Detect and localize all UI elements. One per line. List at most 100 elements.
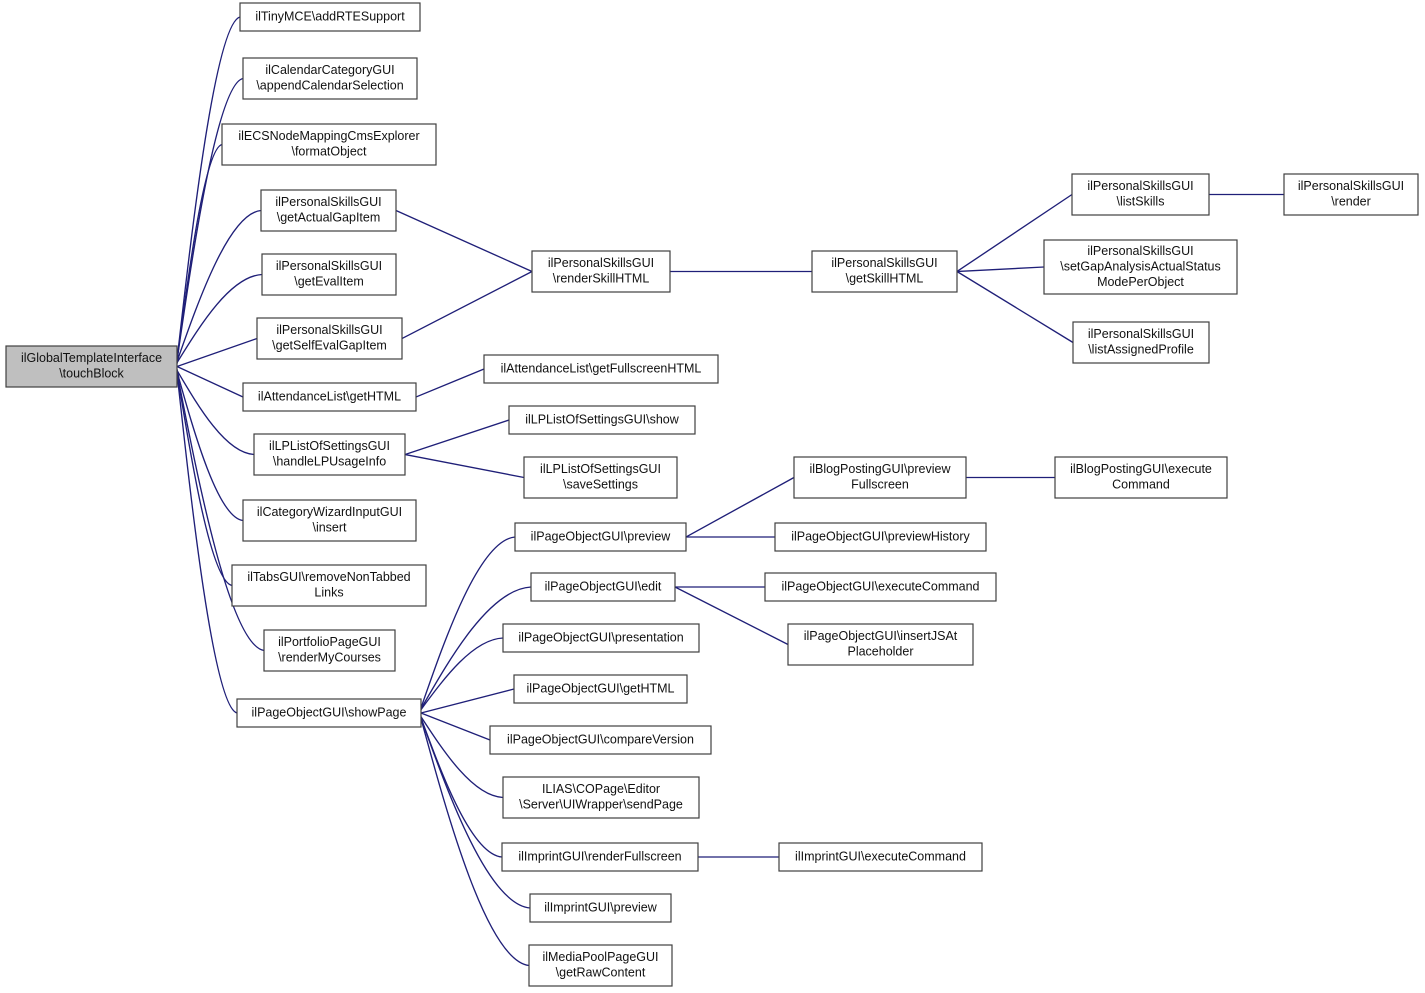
node-box-categoryWizardInsert[interactable]	[242, 499, 417, 542]
node-pageExecuteCommand[interactable]: ilPageObjectGUI\executeCommand	[764, 572, 997, 602]
node-box-getEvalItem[interactable]	[261, 253, 397, 296]
node-box-renderSkillHTML[interactable]	[531, 250, 671, 293]
node-box-imprintPreview[interactable]	[529, 893, 672, 923]
node-box-previewHistory[interactable]	[774, 522, 987, 552]
node-box-lpShow[interactable]	[508, 405, 696, 435]
node-addRTESupport[interactable]: ilTinyMCE\addRTESupport	[239, 2, 421, 32]
edge-pageEdit-to-showPage	[413, 586, 532, 722]
node-box-getSkillHTML[interactable]	[811, 250, 958, 293]
node-box-getSelfEvalGapItem[interactable]	[256, 317, 403, 360]
node-box-addRTESupport[interactable]	[239, 2, 421, 32]
node-getSkillHTML[interactable]: ilPersonalSkillsGUI\getSkillHTML	[811, 250, 958, 293]
node-previewHistory[interactable]: ilPageObjectGUI\previewHistory	[774, 522, 987, 552]
edge-saveSettings-to-handleLPUsageInfo	[394, 451, 525, 479]
node-listSkills[interactable]: ilPersonalSkillsGUI\listSkills	[1071, 173, 1210, 216]
node-imprintRenderFullscreen[interactable]: ilImprintGUI\renderFullscreen	[501, 842, 699, 872]
node-box-pageGetHTML[interactable]	[513, 674, 688, 704]
node-box-blogExecuteCommand[interactable]	[1054, 456, 1228, 499]
edge-appendCalendarSelection-to-touchBlock	[173, 77, 244, 378]
node-formatObject[interactable]: ilECSNodeMappingCmsExplorer\formatObject	[221, 123, 437, 166]
node-renderSkillHTML[interactable]: ilPersonalSkillsGUI\renderSkillHTML	[531, 250, 671, 293]
node-box-formatObject[interactable]	[221, 123, 437, 166]
node-box-compareVersion[interactable]	[489, 725, 712, 755]
node-pagePreview[interactable]: ilPageObjectGUI\preview	[514, 522, 687, 552]
node-box-pagePreview[interactable]	[514, 522, 687, 552]
edge-attendanceGetHTML-to-touchBlock	[166, 361, 244, 398]
edge-getActualGapItem-to-touchBlock	[171, 209, 262, 377]
edge-formatObject-to-touchBlock	[174, 143, 223, 378]
edge-renderSkillHTML-to-getSelfEvalGapItem	[391, 270, 533, 345]
node-attendanceGetHTML[interactable]: ilAttendanceList\getHTML	[242, 382, 417, 412]
node-lpShow[interactable]: ilLPListOfSettingsGUI\show	[508, 405, 696, 435]
edge-listSkills-to-getSkillHTML	[947, 193, 1073, 279]
edge-compareVersion-to-showPage	[410, 708, 491, 741]
node-imprintPreview[interactable]: ilImprintGUI\preview	[529, 893, 672, 923]
node-box-getFullscreenHTML[interactable]	[483, 354, 719, 384]
edge-showPage-to-touchBlock	[174, 355, 238, 714]
node-getFullscreenHTML[interactable]: ilAttendanceList\getFullscreenHTML	[483, 354, 719, 384]
node-touchBlock[interactable]: ilGlobalTemplateInterface\touchBlock	[5, 345, 178, 388]
edge-imprintPreview-to-showPage	[414, 703, 531, 909]
node-listAssignedProfile[interactable]: ilPersonalSkillsGUI\listAssignedProfile	[1072, 321, 1210, 364]
node-box-showPage[interactable]	[236, 698, 422, 728]
edge-blogPreviewFullscreen-to-pagePreview	[676, 476, 795, 543]
node-box-handleLPUsageInfo[interactable]	[253, 433, 406, 476]
node-box-touchBlock[interactable]	[5, 345, 178, 388]
edge-insertJSAtPlaceholder-to-pageEdit	[664, 581, 789, 646]
node-getEvalItem[interactable]: ilPersonalSkillsGUI\getEvalItem	[261, 253, 397, 296]
node-getRawContent[interactable]: ilMediaPoolPageGUI\getRawContent	[528, 944, 673, 987]
edge-categoryWizardInsert-to-touchBlock	[172, 356, 244, 522]
node-showPage[interactable]: ilPageObjectGUI\showPage	[236, 698, 422, 728]
node-handleLPUsageInfo[interactable]: ilLPListOfSettingsGUI\handleLPUsageInfo	[253, 433, 406, 476]
node-compareVersion[interactable]: ilPageObjectGUI\compareVersion	[489, 725, 712, 755]
node-setGapAnalysis[interactable]: ilPersonalSkillsGUI\setGapAnalysisActual…	[1043, 239, 1238, 295]
edge-renderMyCourses-to-touchBlock	[173, 355, 265, 652]
node-box-sendPage[interactable]	[502, 776, 700, 819]
node-blogExecuteCommand[interactable]: ilBlogPostingGUI\executeCommand	[1054, 456, 1228, 499]
node-box-imprintExecuteCommand[interactable]	[778, 842, 983, 872]
node-sendPage[interactable]: ILIAS\COPage\Editor\Server\UIWrapper\sen…	[502, 776, 700, 819]
node-getSelfEvalGapItem[interactable]: ilPersonalSkillsGUI\getSelfEvalGapItem	[256, 317, 403, 360]
node-box-listAssignedProfile[interactable]	[1072, 321, 1210, 364]
node-pageEdit[interactable]: ilPageObjectGUI\edit	[530, 572, 676, 602]
node-box-pageEdit[interactable]	[530, 572, 676, 602]
node-presentation[interactable]: ilPageObjectGUI\presentation	[502, 623, 700, 653]
node-appendCalendarSelection[interactable]: ilCalendarCategoryGUI\appendCalendarSele…	[242, 57, 418, 100]
node-box-blogPreviewFullscreen[interactable]	[793, 456, 967, 499]
node-box-attendanceGetHTML[interactable]	[242, 382, 417, 412]
edge-getEvalItem-to-touchBlock	[168, 273, 263, 375]
edge-renderSkillHTML-to-getActualGapItem	[385, 205, 533, 273]
node-box-pageExecuteCommand[interactable]	[764, 572, 997, 602]
node-saveSettings[interactable]: ilLPListOfSettingsGUI\saveSettings	[523, 456, 678, 499]
node-box-insertJSAtPlaceholder[interactable]	[787, 623, 974, 666]
node-box-getRawContent[interactable]	[528, 944, 673, 987]
node-pageGetHTML[interactable]: ilPageObjectGUI\getHTML	[513, 674, 688, 704]
node-box-saveSettings[interactable]	[523, 456, 678, 499]
edge-getFullscreenHTML-to-attendanceGetHTML	[405, 368, 485, 402]
node-getActualGapItem[interactable]: ilPersonalSkillsGUI\getActualGapItem	[260, 189, 397, 232]
node-renderMyCourses[interactable]: ilPortfolioPageGUI\renderMyCourses	[263, 629, 396, 672]
edge-pagePreview-to-showPage	[415, 536, 516, 723]
node-box-appendCalendarSelection[interactable]	[242, 57, 418, 100]
node-box-presentation[interactable]	[502, 623, 700, 653]
edge-setGapAnalysis-to-getSkillHTML	[945, 266, 1045, 273]
edge-getRawContent-to-showPage	[416, 702, 530, 967]
edge-pageGetHTML-to-showPage	[410, 688, 515, 717]
node-box-removeNonTabbedLinks[interactable]	[231, 564, 427, 607]
node-box-renderMyCourses[interactable]	[263, 629, 396, 672]
node-box-imprintRenderFullscreen[interactable]	[501, 842, 699, 872]
node-box-listSkills[interactable]	[1071, 173, 1210, 216]
node-box-getActualGapItem[interactable]	[260, 189, 397, 232]
node-categoryWizardInsert[interactable]: ilCategoryWizardInputGUI\insert	[242, 499, 417, 542]
node-imprintExecuteCommand[interactable]: ilImprintGUI\executeCommand	[778, 842, 983, 872]
node-box-setGapAnalysis[interactable]	[1043, 239, 1238, 295]
edge-addRTESupport-to-touchBlock	[174, 16, 241, 378]
node-box-psRender[interactable]	[1283, 173, 1419, 216]
node-psRender[interactable]: ilPersonalSkillsGUI\render	[1283, 173, 1419, 216]
edge-listAssignedProfile-to-getSkillHTML	[947, 265, 1074, 344]
